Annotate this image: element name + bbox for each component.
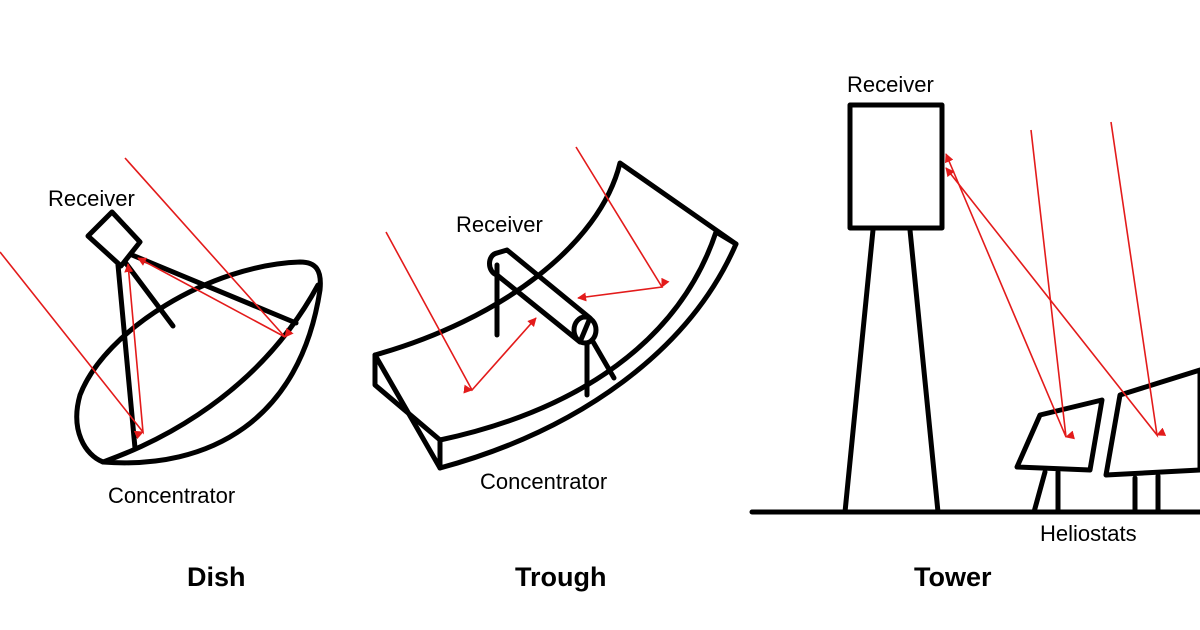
trough-concentrator-label: Concentrator <box>480 469 607 494</box>
tower-structure <box>842 227 941 515</box>
dish-rays <box>0 157 294 440</box>
trough-concentrator <box>372 160 739 471</box>
trough-receiver-label: Receiver <box>456 212 543 237</box>
dish-receiver <box>85 209 143 269</box>
trough-panel: Receiver Concentrator Trough <box>372 146 739 592</box>
tower-receiver-label: Receiver <box>847 72 934 97</box>
tower-panel: Receiver Heliostats Tower <box>749 72 1200 592</box>
heliostats-label: Heliostats <box>1040 521 1137 546</box>
trough-receiver <box>487 247 617 398</box>
dish-concentrator-label: Concentrator <box>108 483 235 508</box>
dish-panel: Receiver Concentrator Dish <box>0 157 323 592</box>
tower-receiver <box>847 102 945 231</box>
trough-rays <box>385 146 670 394</box>
tower-title: Tower <box>914 562 992 592</box>
dish-concentrator <box>74 259 323 466</box>
dish-receiver-label: Receiver <box>48 186 135 211</box>
heliostat-1 <box>1014 397 1105 515</box>
heliostat-2 <box>1103 367 1200 515</box>
tower-rays <box>945 121 1167 440</box>
dish-title: Dish <box>187 562 246 592</box>
trough-title: Trough <box>515 562 606 592</box>
